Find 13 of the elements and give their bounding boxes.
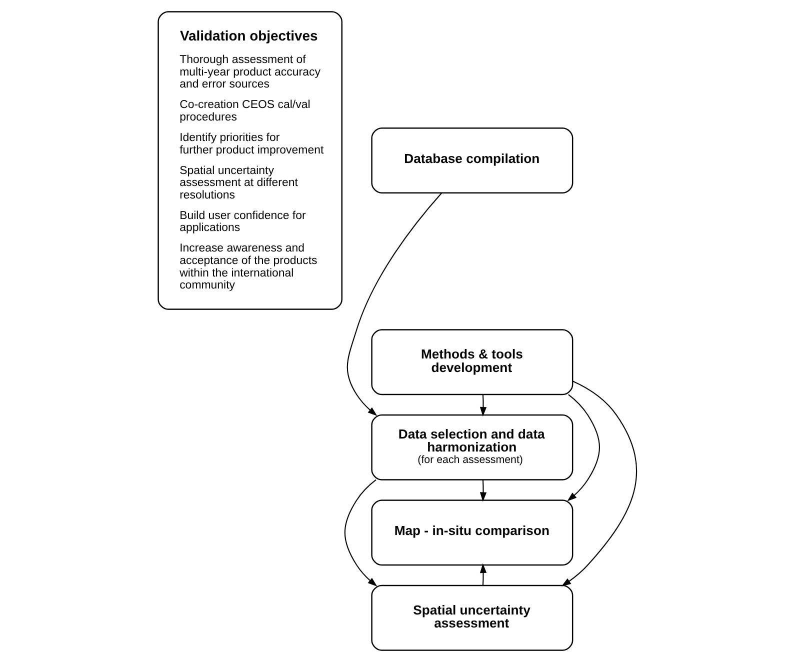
node-box: Methods & tools development [371, 329, 574, 396]
arrow [346, 192, 442, 416]
node-box: Map - in-situ comparison [371, 500, 574, 566]
node-box: Data selection and data harmonization (for each assessment) [371, 414, 574, 480]
arrow [480, 480, 487, 502]
arrow [567, 394, 600, 502]
arrow [480, 563, 487, 586]
node-box: Validation objectives Thorough assessment of multi-year product accuracy and error sources Co-creation CEOS cal/val procedures Identify priorities for further product improvement Spatial uncertainty assessment at different resolutions Build user confidence for applications Increase awareness and acceptance of the products within the international community [158, 11, 342, 310]
node-box: Spatial uncertainty assessment [371, 584, 574, 651]
arrow [480, 394, 487, 417]
arrow [344, 479, 378, 586]
arrow [561, 380, 637, 586]
node-box: Database compilation [371, 128, 574, 194]
